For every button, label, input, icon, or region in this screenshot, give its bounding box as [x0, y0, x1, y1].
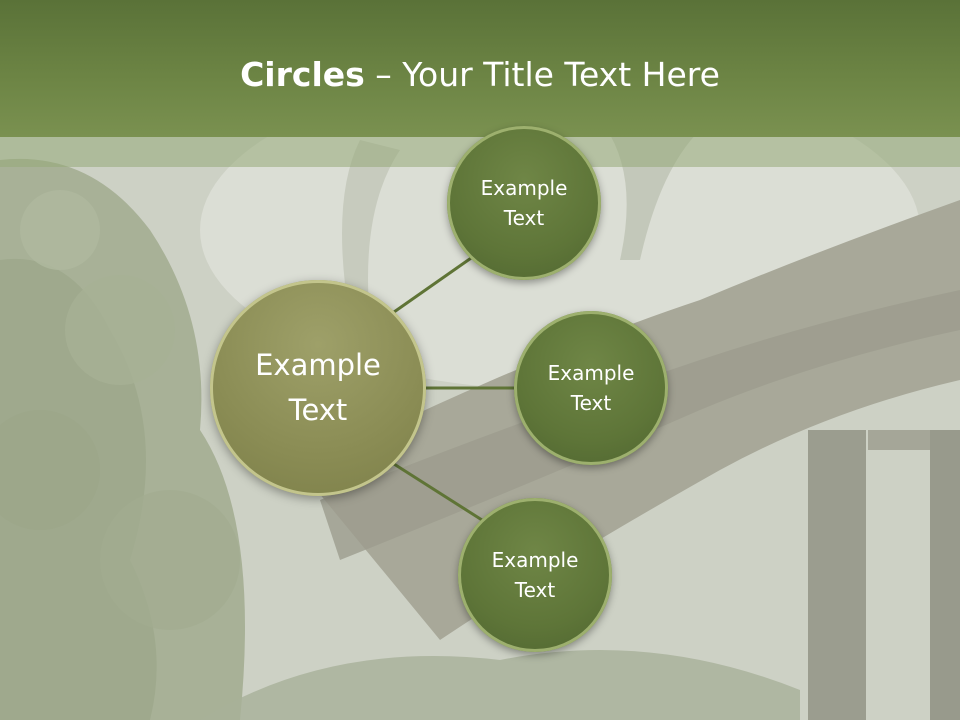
node-circle-bottom[interactable]: Example Text	[458, 498, 612, 652]
node-circle-label: Example Text	[491, 548, 579, 602]
connector-bottom	[393, 462, 483, 522]
slide-title-rest: – Your Title Text Here	[364, 55, 720, 94]
slide-title-bold: Circles	[240, 55, 365, 94]
node-circle-label: Example Text	[480, 176, 568, 230]
connector-top	[393, 254, 475, 314]
node-circle-top[interactable]: Example Text	[447, 126, 601, 280]
center-circle-label: Example Text	[255, 348, 381, 427]
node-circle-middle[interactable]: Example Text	[514, 311, 668, 465]
title-bar	[0, 0, 960, 137]
center-circle[interactable]: Example Text	[210, 280, 426, 496]
node-circle-label: Example Text	[547, 361, 635, 415]
slide-title: Circles – Your Title Text Here	[0, 50, 960, 100]
